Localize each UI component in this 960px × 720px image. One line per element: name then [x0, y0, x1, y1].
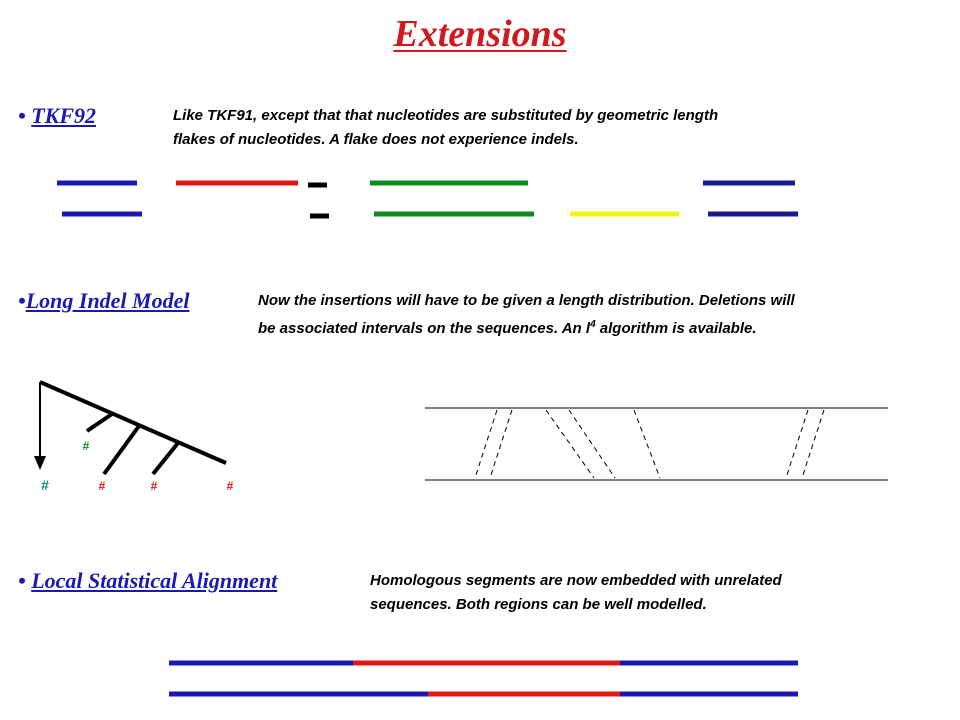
hash-mark-red-2: # — [151, 479, 158, 493]
bullet: • — [18, 568, 26, 593]
tree-main-branch — [39, 380, 227, 465]
dashed-line — [785, 409, 809, 479]
local-alignment-description: Homologous segments are now embedded wit… — [370, 569, 782, 617]
long-indel-desc-line2: be associated intervals on the sequences… — [258, 313, 795, 341]
bullet: • — [18, 288, 26, 313]
hash-mark-teal-upper: # — [83, 439, 90, 453]
local-alignment-heading: • Local Statistical Alignment — [18, 568, 277, 594]
long-indel-exponent: 4 — [590, 319, 596, 330]
tree-branch-1 — [85, 412, 114, 433]
tkf92-heading: • TKF92 — [18, 103, 96, 129]
tree-arrowhead — [34, 456, 46, 470]
tree-branch-3 — [151, 441, 180, 476]
tkf92-flakes-diagram — [57, 180, 798, 219]
bullet: • — [18, 103, 26, 128]
hash-mark-red-1: # — [99, 479, 106, 493]
tkf92-desc-line1: Like TKF91, except that that nucleotides… — [173, 107, 719, 124]
hash-mark-teal: # — [41, 477, 49, 493]
dashed-line — [474, 409, 498, 479]
dashed-line — [633, 409, 661, 479]
long-indel-heading-label: Long Indel Model — [25, 288, 190, 313]
indel-interval-diagram — [425, 407, 888, 481]
long-indel-desc-line1: Now the insertions will have to be given… — [258, 292, 795, 309]
long-indel-desc-line2-post: algorithm is available. — [595, 320, 757, 337]
local-alignment-heading-label: Local Statistical Alignment — [31, 568, 278, 593]
hash-mark-red-3: # — [227, 479, 234, 493]
local-alignment-diagram — [169, 660, 798, 697]
dashed-line — [489, 409, 513, 479]
dashed-line — [801, 409, 825, 479]
tkf92-description: Like TKF91, except that that nucleotides… — [173, 104, 718, 152]
local-desc-line1: Homologous segments are now embedded wit… — [370, 572, 782, 589]
tree-branch-2 — [102, 424, 141, 476]
indel-tree-diagram: # # # # # — [34, 380, 234, 493]
slide-title: Extensions — [393, 13, 567, 55]
dashed-line — [545, 409, 595, 479]
dashed-correspondence-lines — [474, 409, 825, 479]
long-indel-heading: •Long Indel Model — [18, 288, 190, 314]
tkf92-heading-label: TKF92 — [31, 103, 96, 128]
dashed-line — [568, 409, 616, 479]
local-desc-line2: sequences. Both regions can be well mode… — [370, 596, 707, 613]
tkf92-desc-line2: flakes of nucleotides. A flake does not … — [173, 131, 579, 148]
long-indel-desc-line2-pre: be associated intervals on the sequences… — [258, 320, 591, 337]
long-indel-description: Now the insertions will have to be given… — [258, 289, 795, 341]
